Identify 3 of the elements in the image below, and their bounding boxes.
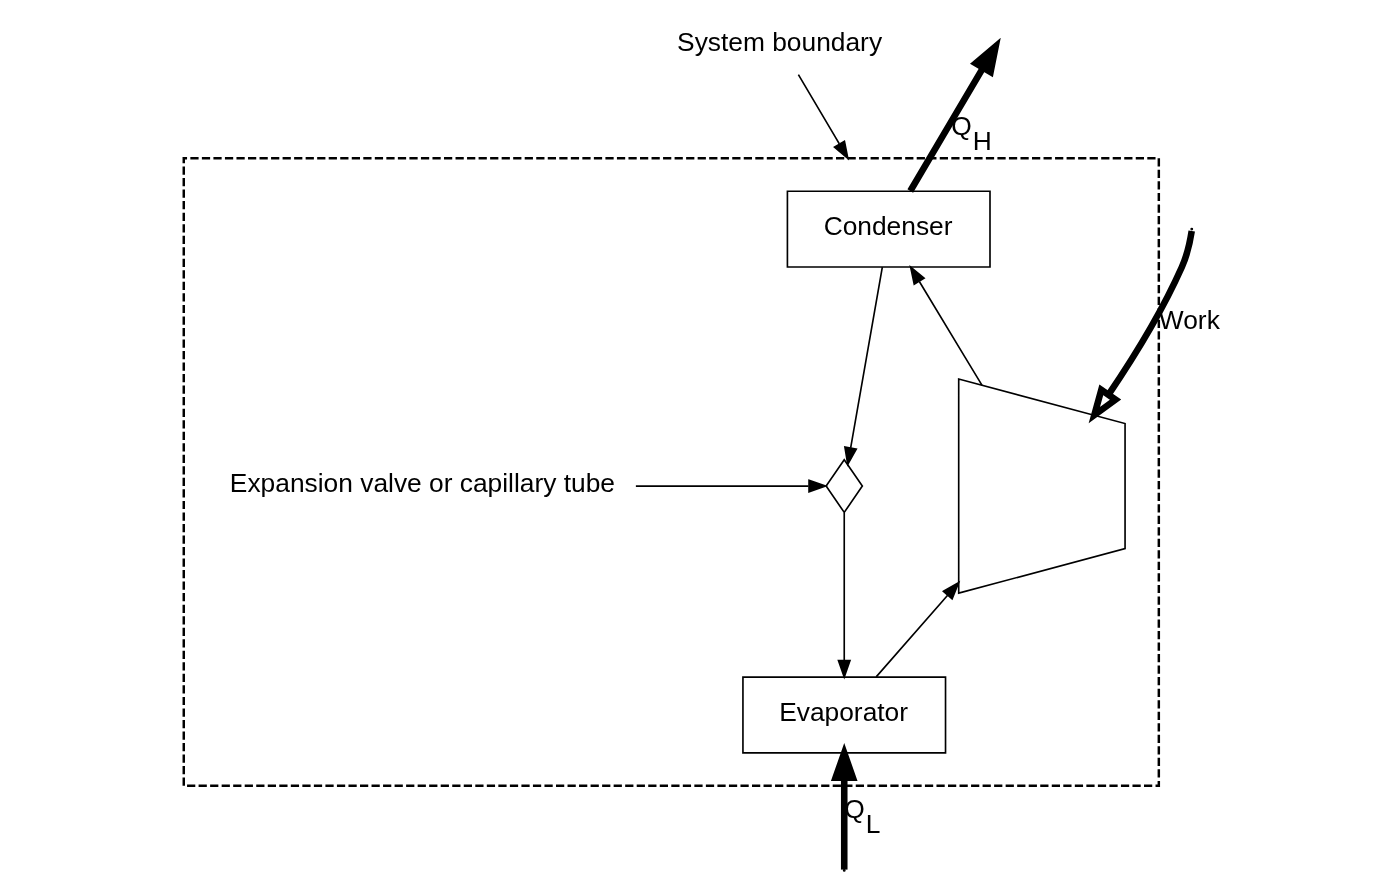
node-text: System boundary bbox=[677, 26, 883, 57]
node-text: Expansion valve or capillary tube bbox=[229, 468, 616, 499]
edge-label: Work bbox=[1158, 305, 1220, 336]
